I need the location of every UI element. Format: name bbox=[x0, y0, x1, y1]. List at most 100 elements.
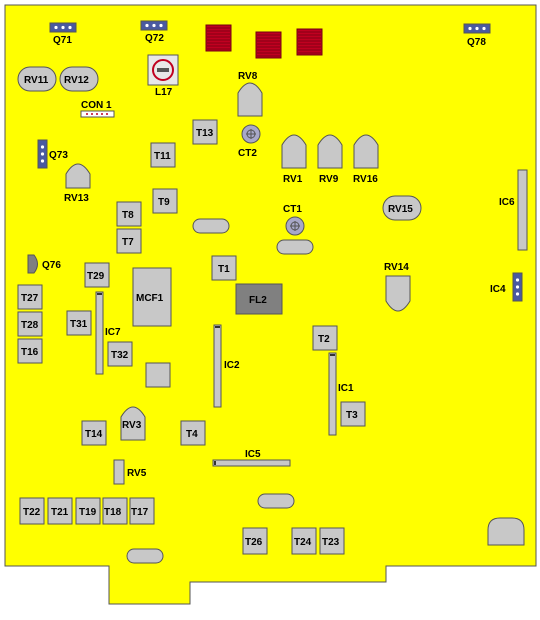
q78-connector bbox=[463, 23, 491, 34]
rv14-trimmer bbox=[385, 275, 411, 312]
rv14-label: RV14 bbox=[384, 262, 409, 273]
rv11-label: RV11 bbox=[24, 75, 49, 86]
t27-label: T27 bbox=[21, 293, 39, 304]
rv15-label: RV15 bbox=[388, 204, 413, 215]
t11-label: T11 bbox=[154, 151, 171, 162]
fl2-filter bbox=[235, 283, 283, 315]
rv1-trimmer bbox=[281, 134, 307, 169]
ic5-label: IC5 bbox=[245, 449, 261, 460]
fl2-label: FL2 bbox=[249, 295, 267, 306]
ic6-label: IC6 bbox=[499, 197, 515, 208]
rv1-label: RV1 bbox=[283, 174, 303, 185]
ic4-connector bbox=[512, 272, 523, 302]
ic2-label: IC2 bbox=[224, 360, 240, 371]
rv16-label: RV16 bbox=[353, 174, 378, 185]
t1-transformer bbox=[211, 255, 237, 281]
ic2-chip bbox=[213, 324, 222, 408]
slot-pad bbox=[276, 239, 314, 255]
slot-pad bbox=[257, 493, 295, 509]
t8-label: T8 bbox=[122, 210, 134, 221]
t22-label: T22 bbox=[23, 507, 41, 518]
ic7-label: IC7 bbox=[105, 327, 121, 338]
t26-transformer bbox=[242, 527, 268, 555]
rv12-trimmer bbox=[59, 66, 99, 92]
t9-transformer bbox=[152, 188, 178, 214]
q73-label: Q73 bbox=[49, 150, 68, 161]
coil-top-middle bbox=[255, 31, 282, 59]
rv3-trimmer bbox=[120, 406, 146, 441]
rv9-trimmer bbox=[317, 134, 343, 169]
rv8-trimmer bbox=[237, 82, 263, 117]
t21-transformer bbox=[47, 497, 73, 525]
ct1-label: CT1 bbox=[283, 204, 302, 215]
t7-transformer bbox=[116, 228, 142, 254]
t17-label: T17 bbox=[131, 507, 149, 518]
rv5-label: RV5 bbox=[127, 468, 147, 479]
q72-label: Q72 bbox=[145, 33, 164, 44]
t31-label: T31 bbox=[70, 319, 88, 330]
mcf1-crystal-filter bbox=[132, 267, 172, 327]
rv3-label: RV3 bbox=[122, 420, 142, 431]
t28-label: T28 bbox=[21, 320, 39, 331]
t27-transformer bbox=[17, 284, 43, 310]
rv12-label: RV12 bbox=[64, 75, 89, 86]
t4-transformer bbox=[180, 420, 206, 446]
slot-pad bbox=[192, 218, 230, 234]
q71-connector bbox=[49, 22, 77, 33]
rv8-label: RV8 bbox=[238, 71, 258, 82]
t29-transformer bbox=[84, 262, 110, 288]
t32-transformer bbox=[107, 341, 133, 367]
t8-transformer bbox=[116, 201, 142, 227]
ic4-label: IC4 bbox=[490, 284, 506, 295]
t7-label: T7 bbox=[122, 237, 134, 248]
t23-transformer bbox=[319, 527, 345, 555]
coil-top-left bbox=[205, 24, 232, 52]
con1-label: CON 1 bbox=[81, 100, 112, 111]
t28-transformer bbox=[17, 311, 43, 337]
t1-label: T1 bbox=[218, 264, 230, 275]
q78-label: Q78 bbox=[467, 37, 486, 48]
ic6-chip bbox=[517, 169, 528, 251]
q71-label: Q71 bbox=[53, 35, 72, 46]
t14-label: T14 bbox=[85, 429, 103, 440]
l17-label: L17 bbox=[155, 87, 173, 98]
t19-transformer bbox=[75, 497, 101, 525]
t18-transformer bbox=[102, 497, 128, 525]
t13-transformer bbox=[192, 119, 218, 145]
t17-transformer bbox=[129, 497, 155, 525]
t2-label: T2 bbox=[318, 334, 330, 345]
t16-transformer bbox=[17, 338, 43, 364]
q76-label: Q76 bbox=[42, 260, 61, 271]
ct2-label: CT2 bbox=[238, 148, 257, 159]
unlabeled-transformer bbox=[145, 362, 171, 388]
mcf1-label: MCF1 bbox=[136, 293, 164, 304]
t3-transformer bbox=[340, 401, 366, 427]
t13-label: T13 bbox=[196, 128, 214, 139]
rv13-trimmer bbox=[65, 163, 91, 189]
coil-top-right bbox=[296, 28, 323, 56]
t19-label: T19 bbox=[79, 507, 97, 518]
rv16-trimmer bbox=[353, 134, 379, 169]
ct1-trimmer-capacitor bbox=[285, 216, 305, 236]
q72-connector bbox=[140, 20, 168, 31]
rv11-trimmer bbox=[17, 66, 57, 92]
t22-transformer bbox=[19, 497, 45, 525]
t14-transformer bbox=[81, 420, 107, 446]
t21-label: T21 bbox=[51, 507, 69, 518]
t24-transformer bbox=[291, 527, 317, 555]
rv5-trimmer bbox=[113, 459, 125, 485]
rv9-label: RV9 bbox=[319, 174, 339, 185]
q76-transistor bbox=[27, 254, 38, 274]
ic1-label: IC1 bbox=[338, 383, 354, 394]
t4-label: T4 bbox=[186, 429, 198, 440]
t9-label: T9 bbox=[158, 197, 170, 208]
t24-label: T24 bbox=[294, 537, 312, 548]
t32-label: T32 bbox=[111, 350, 129, 361]
rv15-trimmer bbox=[382, 195, 422, 221]
t2-transformer bbox=[312, 325, 338, 351]
t16-label: T16 bbox=[21, 347, 39, 358]
t26-label: T26 bbox=[245, 537, 263, 548]
ic7-chip bbox=[95, 291, 104, 375]
t3-label: T3 bbox=[346, 410, 358, 421]
